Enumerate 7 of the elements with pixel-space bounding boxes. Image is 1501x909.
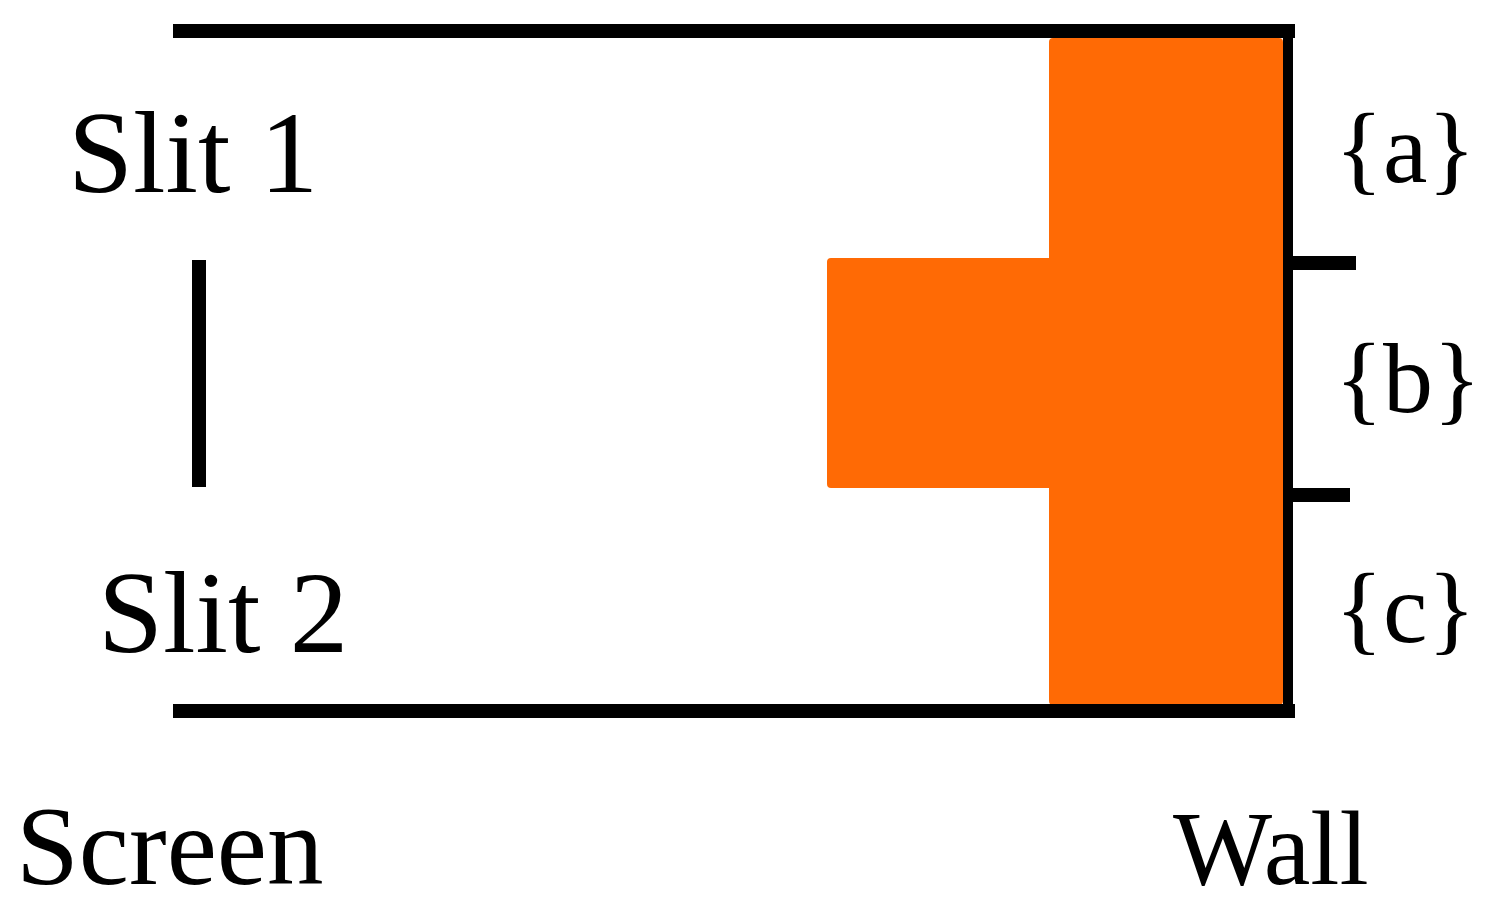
screen-label: Screen — [16, 782, 324, 909]
slit-label: Slit 2 — [98, 547, 349, 679]
region-label: {c} — [1335, 552, 1476, 666]
wall-label: Wall — [1173, 789, 1369, 909]
region-label: {b} — [1335, 322, 1481, 436]
slit-label: Slit 1 — [68, 87, 319, 219]
region-label: {a} — [1335, 92, 1476, 206]
